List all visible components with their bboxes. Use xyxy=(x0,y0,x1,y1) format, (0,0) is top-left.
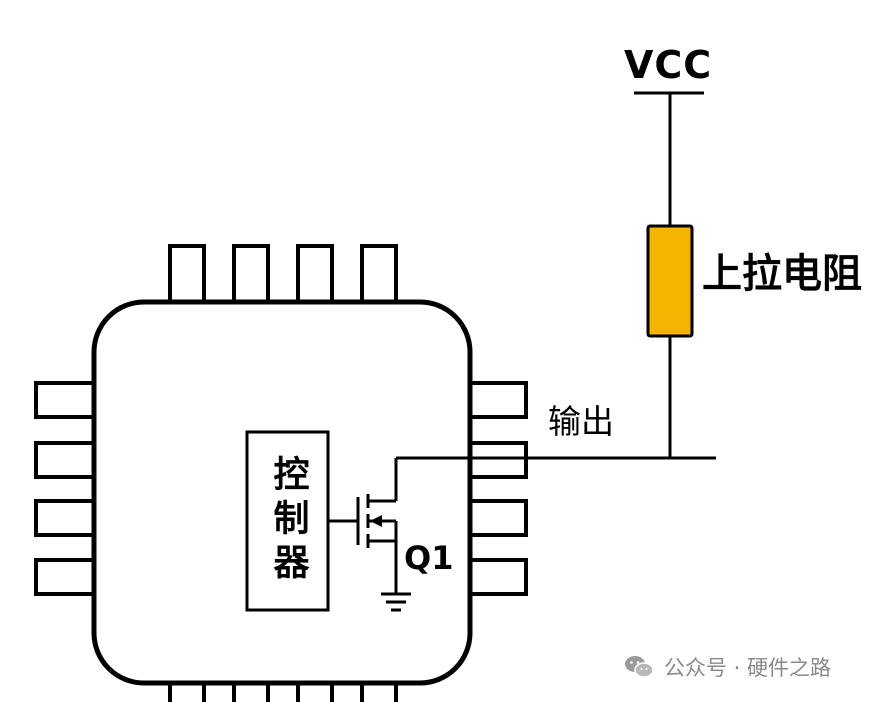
chip-pin-right xyxy=(468,381,528,419)
chip-pin-top xyxy=(232,244,270,304)
controller-label-container: 控制器 xyxy=(247,432,328,610)
output-label: 输出 xyxy=(548,402,614,441)
transistor-label: Q1 xyxy=(404,539,454,577)
chip-pin-left xyxy=(34,441,96,479)
watermark: 公众号 · 硬件之路 xyxy=(624,652,831,682)
chip-pin-left xyxy=(34,499,96,537)
chip-pin-bottom xyxy=(360,681,398,702)
chip-pin-top xyxy=(168,244,206,304)
chip-pin-top xyxy=(296,244,334,304)
controller-label: 控制器 xyxy=(267,455,309,587)
watermark-text: 公众号 · 硬件之路 xyxy=(664,656,832,680)
pull-up-resistor xyxy=(646,224,694,338)
vcc-label: VCC xyxy=(624,43,713,87)
chip-pin-bottom xyxy=(168,681,206,702)
chip-pin-left xyxy=(34,558,96,596)
controller-box xyxy=(245,430,330,612)
chip-pin-bottom xyxy=(232,681,270,702)
chip-pin-right xyxy=(468,558,528,596)
chip-pin-bottom xyxy=(296,681,334,702)
chip-pin-right xyxy=(468,441,528,479)
mosfet-arrow xyxy=(370,515,382,527)
chip-pin-right xyxy=(468,499,528,537)
wechat-icon xyxy=(625,656,654,678)
pull-up-resistor-label: 上拉电阻 xyxy=(702,251,862,297)
chip-pin-top xyxy=(360,244,398,304)
chip-pin-left xyxy=(34,381,96,419)
